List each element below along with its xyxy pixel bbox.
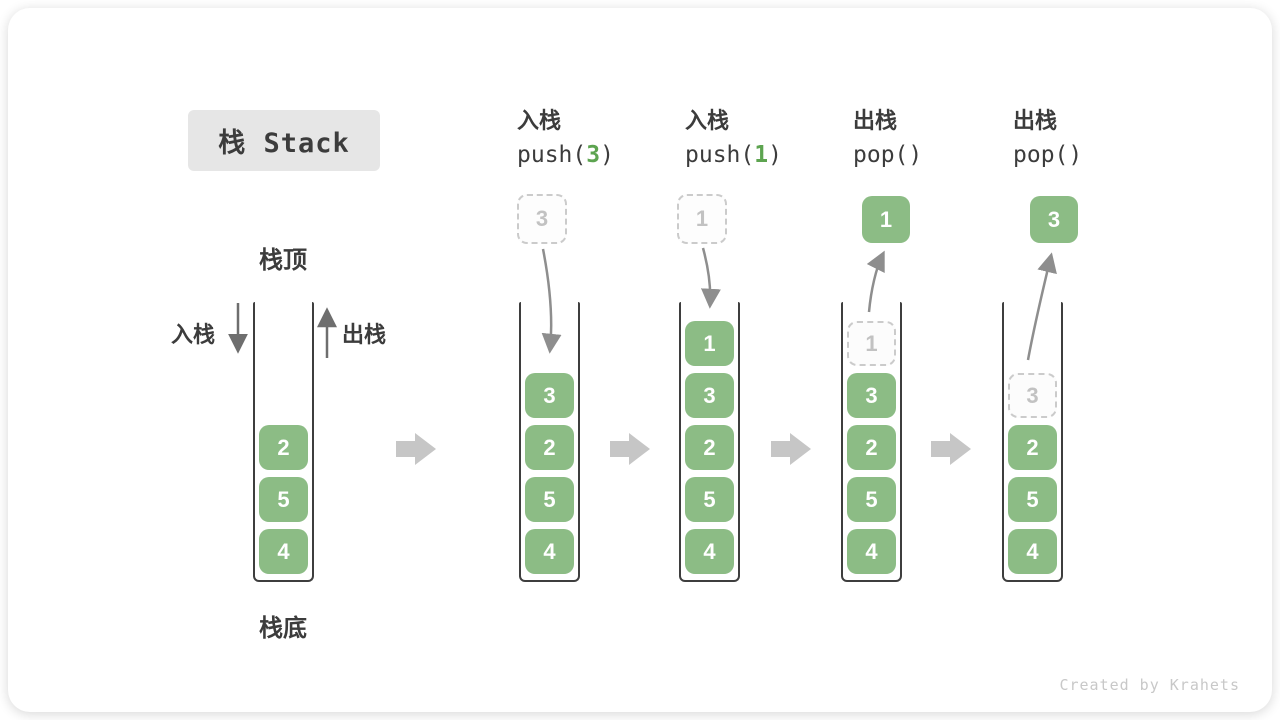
- operation-name: 出栈: [1013, 108, 1058, 133]
- operation-code: pop(): [853, 142, 923, 168]
- incoming-element-box: 3: [517, 194, 567, 244]
- pop-legend-label: 出栈: [342, 322, 387, 347]
- stack-state-push1: 1 3 2 5 4: [679, 302, 740, 582]
- push-legend-label: 入栈: [171, 322, 216, 347]
- popped-element-box: 1: [862, 196, 910, 243]
- stack-state-initial: 2 5 4: [253, 302, 314, 582]
- stack-bottom-label: 栈底: [259, 615, 307, 642]
- operation-code: pop(): [1013, 142, 1083, 168]
- stack-block: 4: [259, 529, 308, 574]
- popped-element-box: 3: [1030, 196, 1078, 243]
- stack-block: 2: [525, 425, 574, 470]
- stack-state-pop1: 1 3 2 5 4: [841, 302, 902, 582]
- stack-block: 5: [1008, 477, 1057, 522]
- page-title: 栈 Stack: [188, 110, 380, 171]
- step-arrow-icon: [931, 433, 971, 465]
- push1-arrow-icon: [700, 247, 721, 309]
- stack-block: 5: [847, 477, 896, 522]
- stack-block: 2: [847, 425, 896, 470]
- stack-block: 5: [259, 477, 308, 522]
- operation-header-push1: 入栈 push(1): [685, 103, 782, 168]
- stack-top-label: 栈顶: [259, 247, 307, 274]
- operation-name: 入栈: [685, 108, 730, 133]
- stack-block: 2: [259, 425, 308, 470]
- operation-code: push(1): [685, 142, 782, 168]
- stack-block: 5: [525, 477, 574, 522]
- stack-block-ghost: 3: [1008, 373, 1057, 418]
- stack-block: 5: [685, 477, 734, 522]
- operation-header-pop1: 出栈 pop(): [853, 103, 922, 168]
- stack-block: 2: [685, 425, 734, 470]
- stack-block: 4: [1008, 529, 1057, 574]
- stack-block: 3: [525, 373, 574, 418]
- stack-state-push3: 3 2 5 4: [519, 302, 580, 582]
- stack-block-ghost: 1: [847, 321, 896, 366]
- stack-block: 1: [685, 321, 734, 366]
- stack-state-pop3: 3 2 5 4: [1002, 302, 1063, 582]
- step-arrow-icon: [771, 433, 811, 465]
- operation-name: 入栈: [517, 108, 562, 133]
- stack-block: 2: [1008, 425, 1057, 470]
- step-arrow-icon: [610, 433, 650, 465]
- incoming-element-box: 1: [677, 194, 727, 244]
- stack-block: 4: [847, 529, 896, 574]
- stack-block: 4: [685, 529, 734, 574]
- step-arrow-icon: [396, 433, 436, 465]
- watermark: Created by Krahets: [1059, 676, 1240, 694]
- operation-name: 出栈: [853, 108, 898, 133]
- stack-block: 3: [847, 373, 896, 418]
- operation-arg: 3: [586, 142, 601, 168]
- stack-block: 3: [685, 373, 734, 418]
- operation-code: push(3): [517, 142, 614, 168]
- operation-arg: 1: [754, 142, 769, 168]
- operation-header-pop3: 出栈 pop(): [1013, 103, 1082, 168]
- operation-header-push3: 入栈 push(3): [517, 103, 614, 168]
- stack-block: 4: [525, 529, 574, 574]
